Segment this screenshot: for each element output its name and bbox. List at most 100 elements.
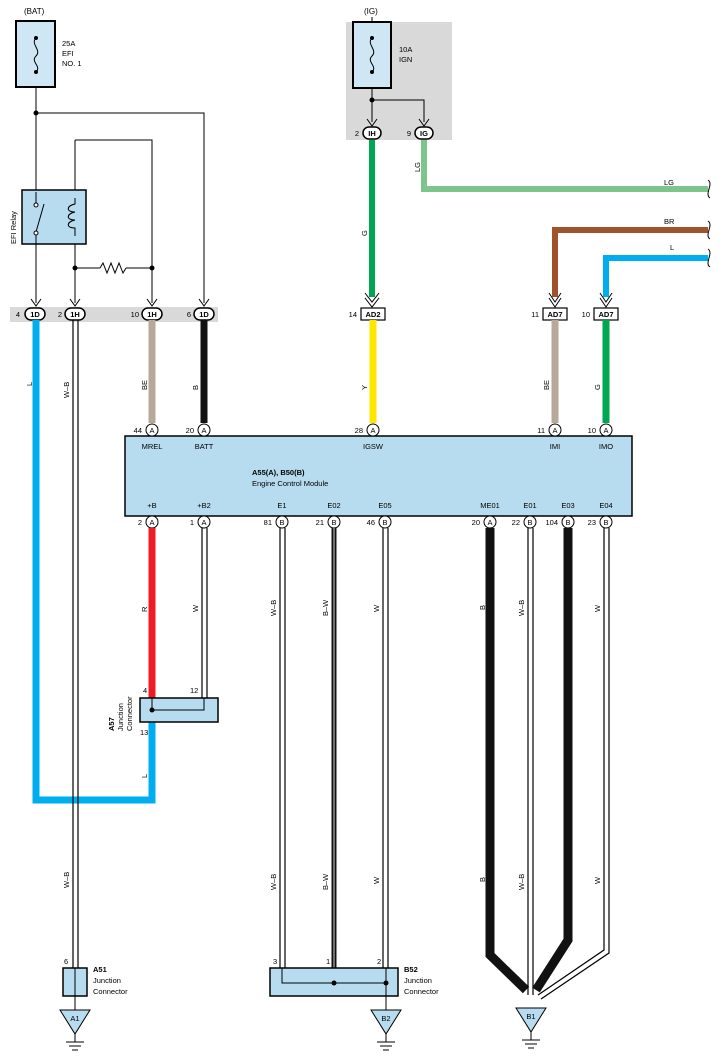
pin-letter: B — [565, 518, 570, 527]
e04-w-wire — [540, 528, 610, 1000]
efi-relay-label: EFI Relay — [9, 211, 18, 244]
a57-code: A57 — [107, 717, 116, 731]
be-wire-label: BE — [140, 380, 149, 390]
relay-coil-feed-wire — [75, 139, 153, 303]
pin-number: 81 — [264, 518, 272, 527]
b-wire-label: B — [191, 385, 200, 390]
b52-pin3: 3 — [273, 957, 277, 966]
connector-code: 1D — [30, 310, 40, 319]
e05-w-label: W — [372, 604, 381, 612]
splice-dot — [149, 707, 155, 713]
fuse-end-dot — [34, 70, 38, 74]
a51-pin6: 6 — [64, 957, 68, 966]
arrow-icon — [599, 297, 613, 308]
me01-b-label: B — [478, 605, 487, 610]
ecm-bottom-pin: E1 B 81 — [264, 501, 289, 529]
ground-icon — [59, 1009, 91, 1035]
ecm-top-pin: A 10 IMO — [588, 423, 613, 451]
ground-a1: A1 — [59, 1009, 91, 1051]
ecm-bottom-pin: ME01 A 20 — [472, 501, 500, 529]
connector-pin-number: 2 — [355, 129, 359, 138]
b1-e04-w-label: W — [593, 876, 602, 884]
ign-fuse-box — [352, 21, 392, 89]
arrow-icon — [548, 292, 562, 303]
r-wire-label: R — [140, 606, 149, 612]
connector-code: AD7 — [598, 310, 613, 319]
ecm-top-pin: A 11 IMI — [537, 423, 562, 451]
connector-pin-number: 10 — [582, 310, 590, 319]
a57-junction-link — [151, 698, 205, 711]
connector-pin-number: 14 — [349, 310, 357, 319]
b52-e05-w-label: W — [372, 876, 381, 884]
ground-b2: B2 — [370, 1009, 402, 1051]
fuse-end-dot — [370, 36, 374, 40]
ecm-top-pin: A 44 MREL — [134, 423, 163, 451]
ecm-bottom-pin: +B2 A 1 — [190, 501, 211, 529]
b52-line1: Junction — [404, 976, 432, 985]
ecm-bottom-pin: E01 B 22 — [512, 501, 537, 529]
pin-letter: B — [331, 518, 336, 527]
bat-source-label: (BAT) — [24, 7, 45, 16]
a57-pin4: 4 — [143, 686, 147, 695]
ecm-subtitle: Engine Control Module — [252, 479, 328, 488]
ign-fuse-amp: 10A — [399, 45, 412, 54]
b52-pin1: 1 — [326, 957, 330, 966]
arrow-icon — [418, 118, 430, 127]
w-wire-label: W — [191, 604, 200, 612]
connector-pin-number: 6 — [187, 310, 191, 319]
lg-wire-offpage-label: LG — [664, 178, 674, 187]
pin-name: E1 — [277, 501, 286, 510]
pin-number: 23 — [588, 518, 596, 527]
pin-name: E02 — [327, 501, 340, 510]
resistor-icon — [99, 261, 127, 275]
connector-pin-number: 4 — [16, 310, 20, 319]
pin-name: E01 — [523, 501, 536, 510]
pin-name: +B2 — [197, 501, 211, 510]
connector-code: IG — [420, 129, 428, 138]
efi-relay-box — [21, 189, 87, 245]
pin-name: IMO — [599, 442, 613, 451]
pin-letter: A — [603, 426, 608, 435]
me01-b-wire — [485, 528, 530, 994]
pin-number: 1 — [190, 518, 194, 527]
pin-name: IGSW — [363, 442, 384, 451]
b52-pin2: 2 — [377, 957, 381, 966]
l-wire-label: L — [25, 382, 34, 386]
lg-wire-label-vertical: LG — [413, 162, 422, 172]
pin-number: 22 — [512, 518, 520, 527]
ecm-top-pin: A 20 BATT — [186, 423, 214, 451]
e1-wb-label: W–B — [269, 600, 278, 616]
arrow-icon — [548, 297, 562, 308]
efi-fuse-name: EFI — [62, 49, 74, 58]
connector-code: 1H — [147, 310, 157, 319]
b52-line2: Connector — [404, 987, 439, 996]
arrow-icon — [146, 298, 158, 307]
wire-break-mark — [707, 179, 711, 199]
relay-connector-shade — [10, 307, 218, 322]
pin-number: 2 — [138, 518, 142, 527]
fuse-end-dot — [370, 70, 374, 74]
pin-letter: A — [201, 426, 206, 435]
efi-l-wire — [32, 320, 156, 804]
br-wire-offpage-label: BR — [664, 217, 675, 226]
y-wire-label: Y — [360, 385, 369, 390]
pin-name: MREL — [142, 442, 163, 451]
ecm-title: A55(A), B50(B) — [252, 468, 305, 477]
ecm-bottom-pin: E03 B 104 — [545, 501, 575, 529]
arrow-icon — [366, 118, 378, 127]
imo-g-wire-label: G — [593, 384, 602, 390]
pin-number: 20 — [186, 426, 194, 435]
br-wire — [552, 227, 708, 297]
pin-letter: A — [149, 518, 154, 527]
a57-line2: Connector — [125, 696, 134, 731]
connector-code: AD7 — [547, 310, 562, 319]
efi-fuse-box — [15, 20, 56, 88]
efi-fuse-amp: 25A — [62, 39, 75, 48]
ecm-box — [124, 435, 633, 517]
pin-name: IMI — [550, 442, 560, 451]
pin-name: ME01 — [480, 501, 500, 510]
arrow-icon — [364, 297, 380, 308]
ig-connector-pill — [414, 126, 434, 140]
relay-connector-pill — [64, 307, 86, 321]
ground-icon — [515, 1007, 547, 1033]
